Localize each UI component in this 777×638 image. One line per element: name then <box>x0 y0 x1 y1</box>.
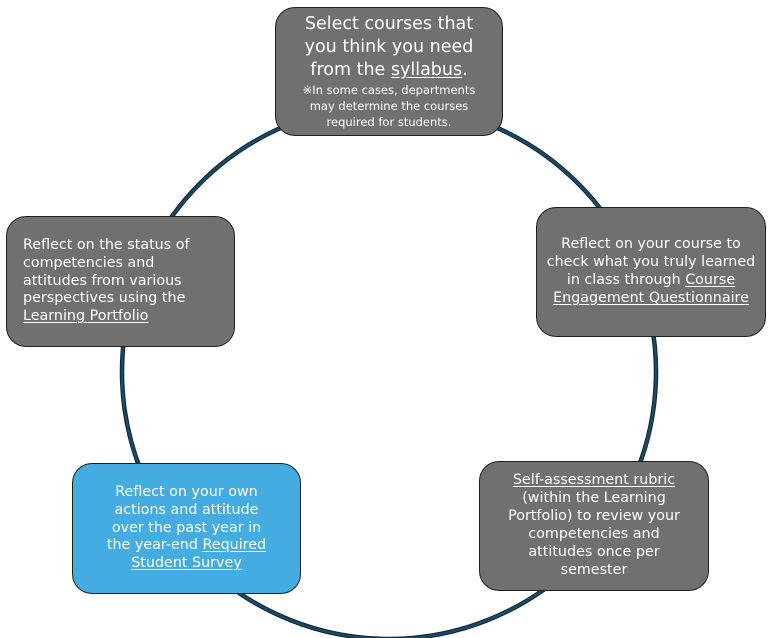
step-select-courses-line: from the syllabus. <box>310 59 467 82</box>
department-note: required for students. <box>326 114 452 129</box>
course-engagement-questionnaire-link[interactable]: Engagement Questionnaire <box>553 289 749 306</box>
step-portfolio-reflection-line: attitudes from various <box>23 272 182 289</box>
syllabus-link[interactable]: syllabus <box>390 59 463 80</box>
step-self-assessment-line: competencies and <box>528 526 660 542</box>
step-select-courses-line: Select courses that <box>304 14 474 35</box>
step-course-reflection-line: Reflect on your course to <box>561 236 741 253</box>
step-portfolio-reflection-line: competencies and <box>23 254 155 271</box>
required-student-survey-link[interactable]: Student Survey <box>131 555 242 572</box>
step-self-assessment: Self-assessment rubric (within the Learn… <box>479 461 709 591</box>
step-portfolio-reflection: Reflect on the status of competencies an… <box>6 216 235 347</box>
step-course-reflection-line: check what you truly learned <box>546 254 756 271</box>
step-self-assessment-line: attitudes once per <box>528 543 660 560</box>
step-annual-reflection: Reflect on your own actions and attitude… <box>72 463 301 594</box>
step-annual-reflection-text: the year-end <box>106 537 203 554</box>
step-select-courses-text: . <box>462 59 468 80</box>
step-annual-reflection-line: the year-end Required <box>107 537 266 555</box>
step-annual-reflection-line: over the past year in <box>111 519 262 536</box>
step-annual-reflection-line: actions and attitude <box>114 501 259 518</box>
course-engagement-questionnaire-link[interactable]: Course <box>685 272 736 288</box>
step-annual-reflection-line: Student Survey <box>131 555 242 573</box>
required-student-survey-link[interactable]: Required <box>202 537 267 554</box>
step-self-assessment-line: semester <box>560 561 628 578</box>
step-annual-reflection-line: Reflect on your own <box>115 483 258 500</box>
step-course-reflection-line: in class through Course <box>567 272 735 290</box>
step-portfolio-reflection-line: perspectives using the <box>23 290 186 307</box>
step-portfolio-reflection-line: Learning Portfolio <box>23 308 148 326</box>
step-select-courses-line: you think you need <box>304 37 474 58</box>
step-select-courses-text: from the <box>310 59 391 80</box>
department-note: ※In some cases, departments <box>302 82 476 97</box>
step-self-assessment-line: (within the Learning <box>522 490 666 507</box>
learning-portfolio-link[interactable]: Learning Portfolio <box>23 308 149 325</box>
step-self-assessment-line: Portfolio) to review your <box>508 508 680 525</box>
department-note: may determine the courses <box>309 98 469 113</box>
step-course-reflection: Reflect on your course to check what you… <box>536 207 766 337</box>
step-self-assessment-line: Self-assessment rubric <box>513 472 675 490</box>
step-select-courses: Select courses that you think you need f… <box>275 7 503 136</box>
step-portfolio-reflection-line: Reflect on the status of <box>23 236 190 253</box>
self-assessment-rubric-link[interactable]: Self-assessment rubric <box>512 472 676 489</box>
step-course-reflection-text: in class through <box>566 272 686 288</box>
step-course-reflection-line: Engagement Questionnaire <box>553 290 749 308</box>
